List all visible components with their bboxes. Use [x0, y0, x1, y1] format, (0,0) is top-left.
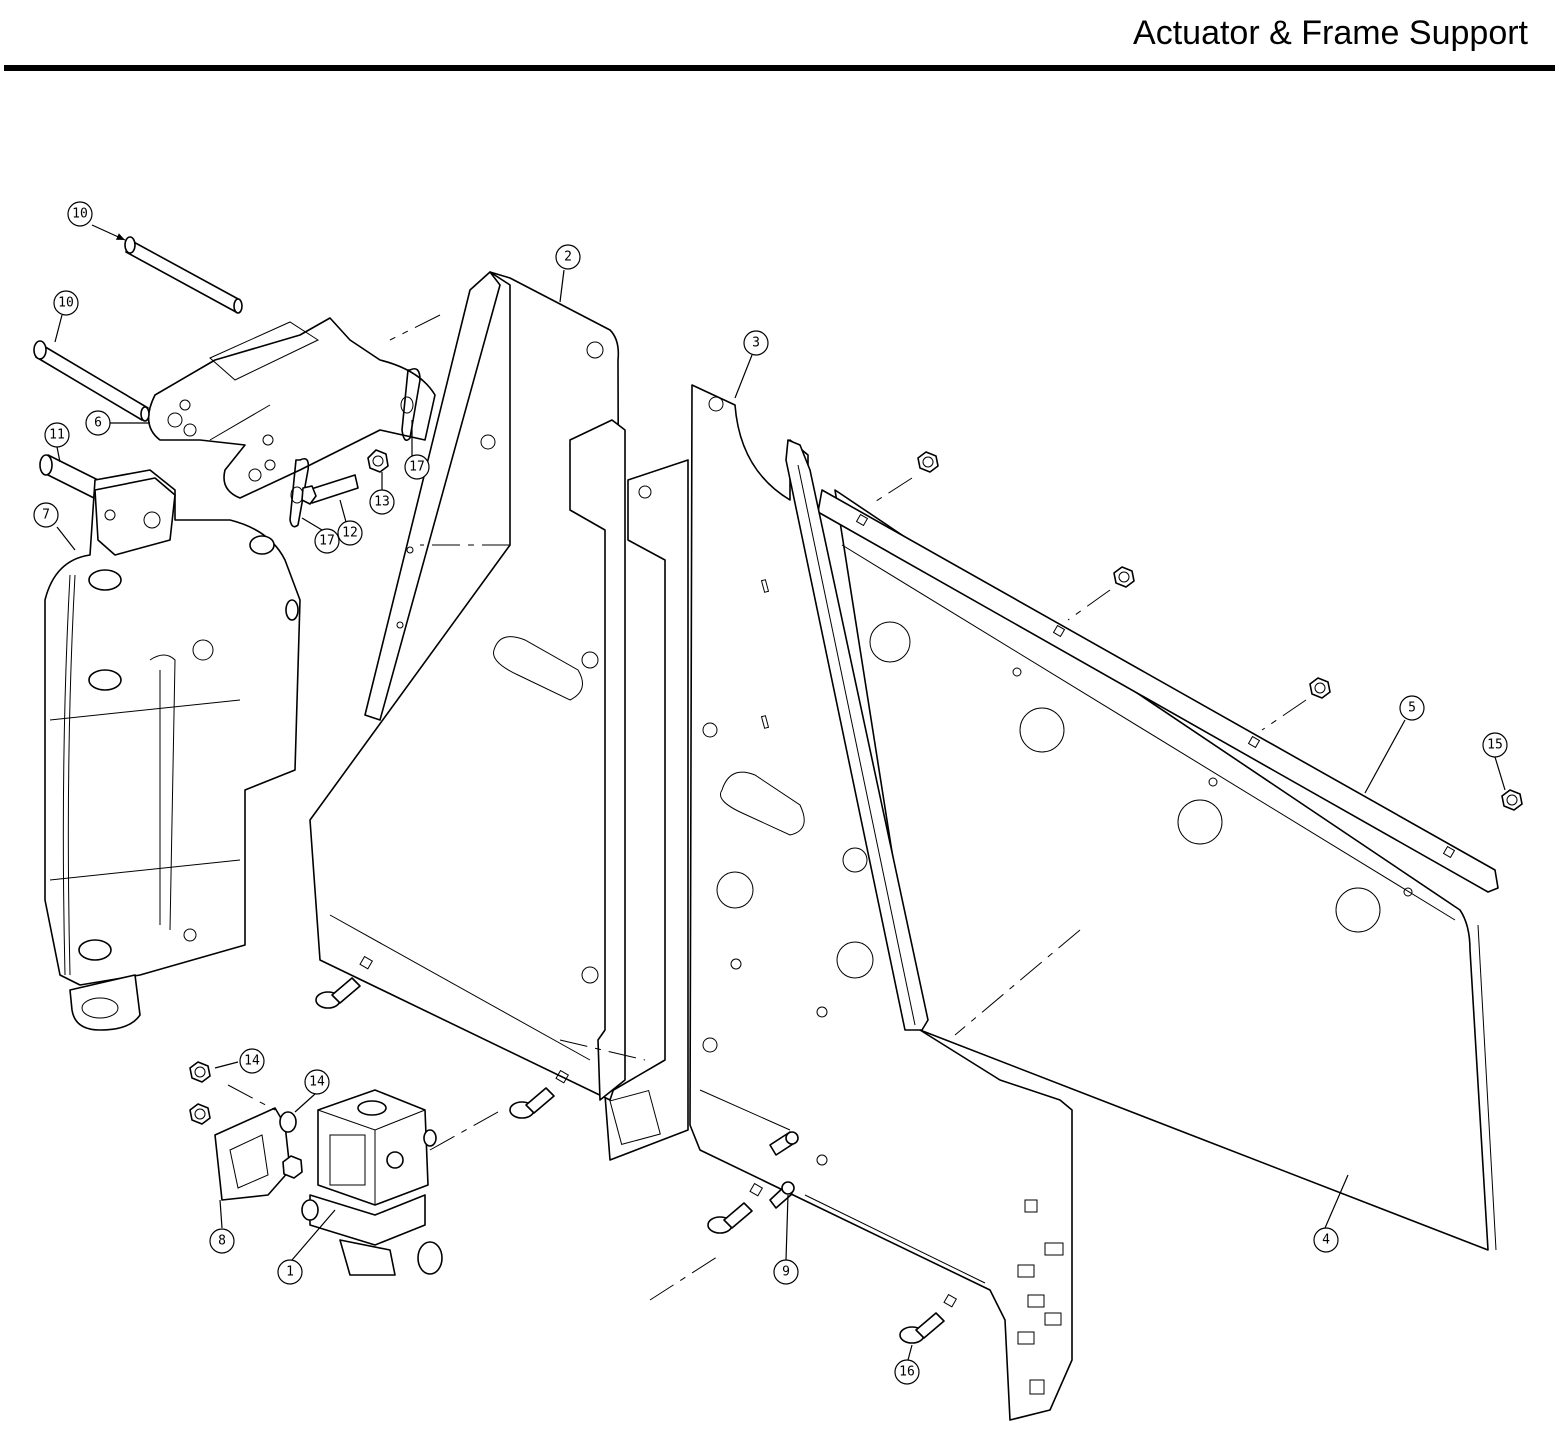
- callout-4: 4: [1313, 1227, 1339, 1253]
- part-13-nut: [367, 449, 389, 473]
- callout-6: 6: [85, 410, 111, 436]
- callout-15: 15: [1482, 732, 1508, 758]
- part-6-clevis-bracket: [147, 317, 436, 499]
- svg-text:10: 10: [72, 207, 88, 222]
- callout-14-left: 14: [239, 1048, 265, 1074]
- title-rule: [4, 65, 1555, 71]
- carriage-bolt-b: [509, 1087, 555, 1119]
- carriage-bolt-c: [707, 1202, 753, 1234]
- callout-2: 2: [555, 244, 581, 270]
- page-title: Actuator & Frame Support: [1133, 14, 1528, 52]
- part-16-carriage-bolt: [899, 1312, 945, 1344]
- part-10-pin-lower: [33, 340, 150, 422]
- svg-text:17: 17: [409, 460, 425, 475]
- part-10-pin-upper: [124, 236, 243, 314]
- callout-13: 13: [369, 489, 395, 515]
- svg-text:2: 2: [564, 250, 572, 265]
- callout-8: 8: [209, 1228, 235, 1254]
- part-9-screws: [769, 1131, 799, 1209]
- svg-text:1: 1: [286, 1265, 294, 1280]
- callout-12: 12: [337, 520, 363, 546]
- svg-text:14: 14: [244, 1054, 260, 1069]
- part-rail-bar: [785, 439, 929, 1031]
- svg-text:8: 8: [218, 1234, 226, 1249]
- part-11-pin: [39, 454, 99, 499]
- svg-text:6: 6: [94, 416, 102, 431]
- svg-text:17: 17: [319, 534, 335, 549]
- callout-10-upper: 10: [67, 201, 93, 227]
- callout-5: 5: [1399, 695, 1425, 721]
- callout-17-upper: 17: [404, 454, 430, 480]
- svg-text:9: 9: [782, 1265, 790, 1280]
- part-2-side-plate: [309, 271, 621, 1101]
- svg-text:14: 14: [309, 1075, 325, 1090]
- part-4-base-plate: [834, 489, 1497, 1251]
- svg-text:16: 16: [899, 1365, 915, 1380]
- part-8-bracket: [214, 1107, 303, 1201]
- callout-9: 9: [773, 1259, 799, 1285]
- carriage-bolt-a: [315, 977, 361, 1009]
- callout-11: 11: [44, 422, 70, 448]
- part-7-actuator: [44, 469, 301, 1031]
- svg-text:10: 10: [58, 296, 74, 311]
- callout-14-right: 14: [304, 1069, 330, 1095]
- svg-text:15: 15: [1487, 738, 1503, 753]
- svg-text:7: 7: [42, 508, 50, 523]
- svg-text:4: 4: [1322, 1233, 1330, 1248]
- svg-text:12: 12: [342, 526, 358, 541]
- rail-nuts: [917, 451, 1523, 811]
- svg-text:11: 11: [49, 428, 65, 443]
- part-14-nut-a: [189, 1061, 211, 1083]
- svg-text:5: 5: [1408, 701, 1416, 716]
- callout-10-lower: 10: [53, 290, 79, 316]
- part-17-clip-upper: [400, 367, 421, 441]
- callout-3: 3: [743, 330, 769, 356]
- svg-text:13: 13: [374, 495, 390, 510]
- callout-1: 1: [277, 1259, 303, 1285]
- part-14-nut-b: [189, 1103, 211, 1125]
- callout-17-lower: 17: [314, 528, 340, 554]
- svg-text:3: 3: [752, 336, 760, 351]
- callout-16: 16: [894, 1359, 920, 1385]
- part-1-solenoid-valve: [301, 1089, 443, 1276]
- part-2-flange: [569, 419, 626, 1101]
- part-12-bolt: [301, 474, 359, 505]
- callout-7: 7: [33, 502, 59, 528]
